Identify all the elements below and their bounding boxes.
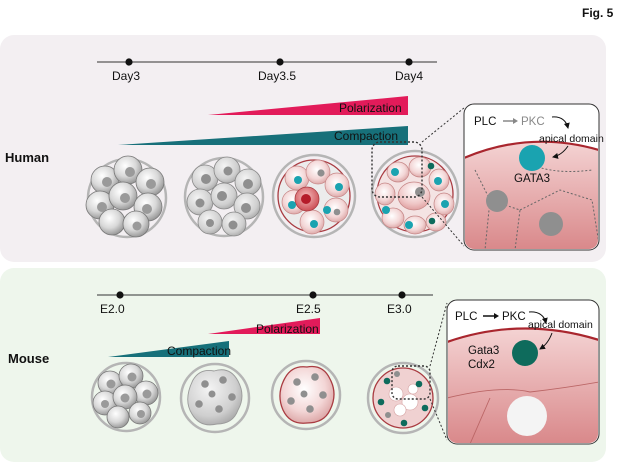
figure-label: Fig. 5	[582, 6, 614, 20]
mouse-embryo-1	[90, 361, 162, 433]
human-panel: Human Day3 Day3.5 Day4 Polarization Comp…	[0, 35, 606, 262]
timeline-dot	[398, 291, 406, 299]
arrow-head-icon	[494, 313, 499, 319]
curved-arrow-icon	[551, 116, 570, 129]
arrow-icon	[552, 145, 569, 159]
mouse-inset: PLC PKC apical domain Gata3 Cdx2	[446, 299, 600, 445]
human-embryo-4	[370, 141, 460, 239]
mouse-inset-apical: apical domain	[528, 319, 593, 331]
gata3-nucleus	[519, 145, 545, 171]
mouse-compaction-label: Compaction	[167, 344, 231, 358]
mouse-label: Mouse	[8, 351, 49, 366]
human-compaction-wedge	[118, 126, 408, 145]
timeline-dot	[405, 58, 413, 66]
curved-arrow-icon	[528, 311, 548, 324]
timeline-label-day4: Day4	[395, 69, 423, 83]
mouse-timeline: E2.0 E2.5 E3.0	[97, 291, 433, 316]
timeline-label-day3-5: Day3.5	[258, 69, 296, 83]
timeline-dot	[276, 58, 284, 66]
mouse-polarization-label: Polarization	[256, 322, 319, 336]
mouse-embryo-4	[366, 361, 440, 435]
mouse-compaction-wedge	[108, 341, 229, 357]
timeline-dot	[116, 291, 124, 299]
human-compaction-label: Compaction	[334, 129, 398, 143]
human-polarization-wedge	[208, 96, 408, 115]
human-inset-plc: PLC	[474, 116, 496, 128]
arrow-icon	[539, 332, 553, 350]
human-timeline: Day3 Day3.5 Day4	[97, 58, 437, 83]
mouse-polarization-wedge	[208, 318, 320, 334]
gata3-cdx2-nucleus	[512, 340, 538, 366]
human-inset-apical: apical domain	[539, 133, 604, 145]
human-inset-marker: GATA3	[514, 173, 550, 185]
mouse-inset-pkc: PKC	[502, 311, 526, 323]
human-zoom-box	[371, 141, 423, 198]
mouse-inset-plc: PLC	[455, 311, 477, 323]
arrow-head-icon	[513, 118, 518, 124]
mouse-embryo-2	[179, 362, 251, 434]
timeline-dot	[125, 58, 133, 66]
mouse-zoom-box	[391, 365, 431, 400]
mouse-inset-marker-cdx2: Cdx2	[468, 359, 495, 371]
timeline-label-e2-0: E2.0	[100, 302, 125, 316]
human-polarization-label: Polarization	[339, 101, 402, 115]
human-inset-pkc: PKC	[521, 116, 545, 128]
human-inset: PLC PKC apical domain GATA3	[463, 103, 604, 251]
timeline-dot	[309, 291, 317, 299]
human-label: Human	[5, 150, 49, 165]
human-embryo-3	[271, 153, 357, 239]
timeline-label-e3-0: E3.0	[387, 302, 412, 316]
timeline-label-day3: Day3	[112, 69, 140, 83]
mouse-inset-marker-gata3: Gata3	[468, 345, 499, 357]
mouse-embryo-3	[270, 359, 342, 431]
mouse-panel: Mouse E2.0 E2.5 E3.0 Polarization Compac…	[0, 268, 606, 462]
timeline-label-e2-5: E2.5	[296, 302, 321, 316]
human-embryo-1	[85, 155, 168, 239]
human-embryo-2	[183, 156, 265, 238]
